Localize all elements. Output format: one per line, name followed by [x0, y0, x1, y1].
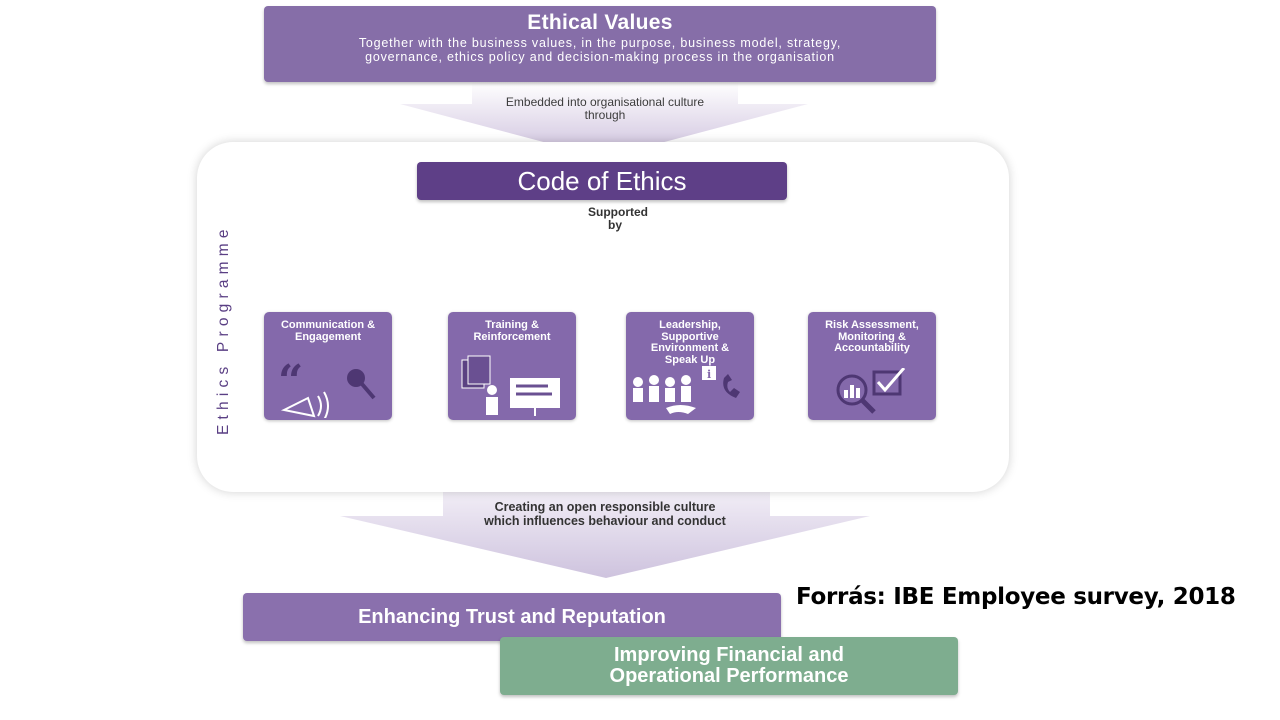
ethics-programme-label: Ethics Programme	[215, 224, 232, 435]
presentation-icon	[461, 355, 560, 416]
pillar-label: Training & Reinforcement	[473, 319, 551, 343]
embedded-text: Embedded into organisational culture thr…	[505, 95, 705, 122]
ethical-values-box: Ethical Values Together with the busines…	[264, 6, 936, 82]
svg-text:“: “	[278, 358, 303, 407]
megaphone-icon: “	[278, 358, 376, 418]
culture-arrow	[340, 478, 870, 578]
pillar-label: Communication & Engagement	[280, 319, 376, 343]
svg-text:i: i	[707, 368, 711, 381]
code-of-ethics-box: Code of Ethics	[417, 162, 787, 200]
creating-culture-text: Creating an open responsible culture whi…	[484, 500, 726, 528]
ethical-values-description: Together with the business values, in th…	[358, 36, 842, 64]
improving-performance-box: Improving Financial and Operational Perf…	[500, 637, 958, 695]
pillar-training: Training & Reinforcement	[448, 312, 576, 420]
source-caption: Forrás: IBE Employee survey, 2018	[796, 584, 1236, 610]
pillar-communication: Communication & Engagement “	[264, 312, 392, 420]
people-phone-icon: i	[633, 366, 740, 414]
embedded-arrow	[400, 82, 808, 158]
pillar-label: Risk Assessment, Monitoring & Accountabi…	[825, 319, 919, 354]
pillar-risk: Risk Assessment, Monitoring & Accountabi…	[808, 312, 936, 420]
pillar-leadership: Leadership, Supportive Environment & Spe…	[626, 312, 754, 420]
enhancing-trust-box: Enhancing Trust and Reputation	[243, 593, 781, 641]
magnifier-checkbox-icon	[836, 368, 906, 414]
ethical-values-title: Ethical Values	[527, 11, 673, 34]
pillar-label: Leadership, Supportive Environment & Spe…	[650, 319, 730, 366]
supported-by-text: Supported by	[588, 205, 648, 232]
